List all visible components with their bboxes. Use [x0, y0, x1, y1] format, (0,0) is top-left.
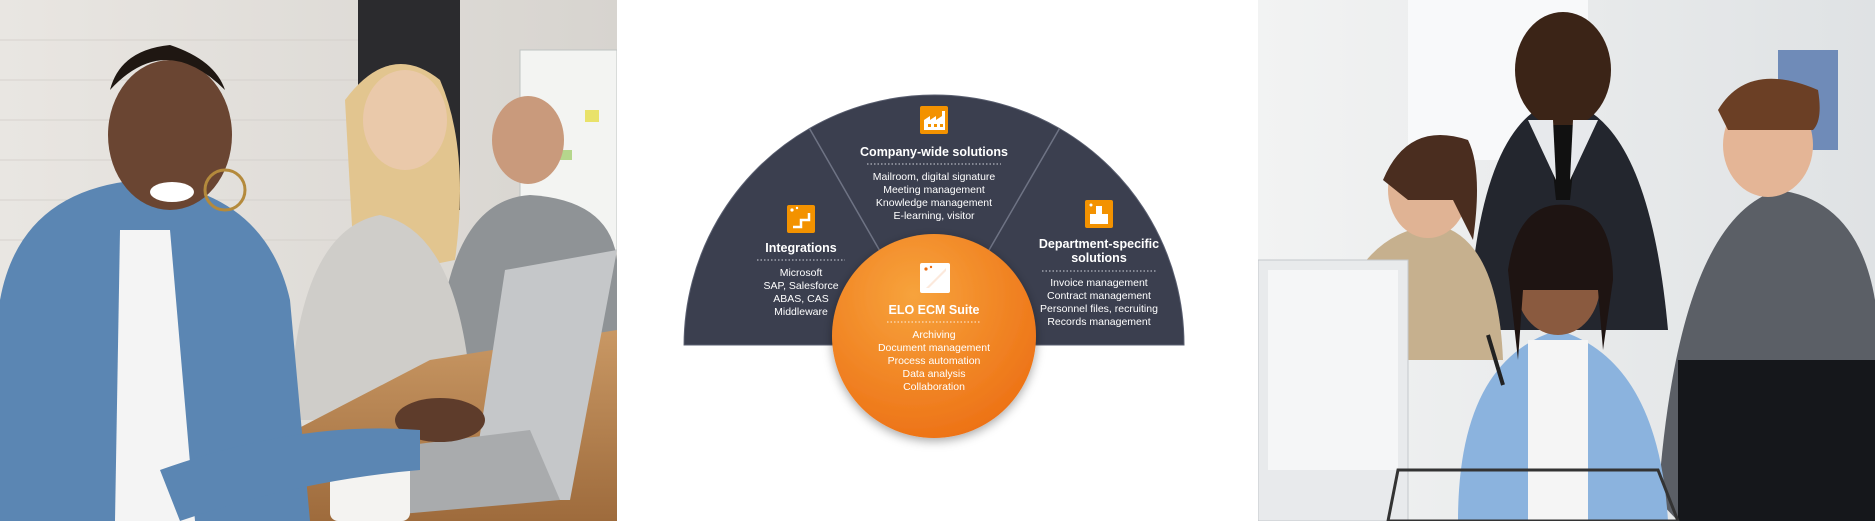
- integrations-icon: [787, 205, 815, 233]
- department-item: Contract management: [1047, 290, 1151, 302]
- department-icon: [1085, 200, 1113, 228]
- right-photo-illustration: [1258, 0, 1875, 521]
- company-wide-item: Knowledge management: [876, 197, 992, 209]
- company-wide-item: E-learning, visitor: [893, 210, 975, 222]
- department-title-line2: solutions: [1071, 251, 1127, 265]
- core-item: Archiving: [912, 329, 955, 341]
- left-photo: [0, 0, 617, 521]
- segment-company-wide: [808, 94, 1061, 346]
- right-photo: [1258, 0, 1875, 521]
- core-item: Collaboration: [903, 381, 965, 393]
- core-title: ELO ECM Suite: [889, 303, 980, 317]
- diagram-svg: Integrations Microsoft SAP, Salesforce A…: [683, 94, 1185, 438]
- elo-logo-icon: [920, 263, 950, 293]
- department-item: Invoice management: [1050, 277, 1148, 289]
- core-item: Document management: [878, 342, 990, 354]
- integrations-item: SAP, Salesforce: [763, 280, 838, 292]
- company-wide-item: Meeting management: [883, 184, 985, 196]
- core-item: Process automation: [888, 355, 981, 367]
- left-photo-illustration: [0, 0, 617, 521]
- department-item: Personnel files, recruiting: [1040, 303, 1158, 315]
- integrations-item: Microsoft: [780, 267, 823, 279]
- integrations-title: Integrations: [765, 241, 837, 255]
- department-item: Records management: [1047, 316, 1150, 328]
- elo-ecm-diagram: Integrations Microsoft SAP, Salesforce A…: [617, 0, 1258, 521]
- factory-icon: [920, 106, 948, 134]
- integrations-item: ABAS, CAS: [773, 293, 828, 305]
- integrations-item: Middleware: [774, 306, 828, 318]
- core-item: Data analysis: [902, 368, 965, 380]
- department-title-line1: Department-specific: [1039, 237, 1159, 251]
- core-circle: [832, 234, 1036, 438]
- company-wide-item: Mailroom, digital signature: [873, 171, 996, 183]
- company-wide-title: Company-wide solutions: [860, 145, 1008, 159]
